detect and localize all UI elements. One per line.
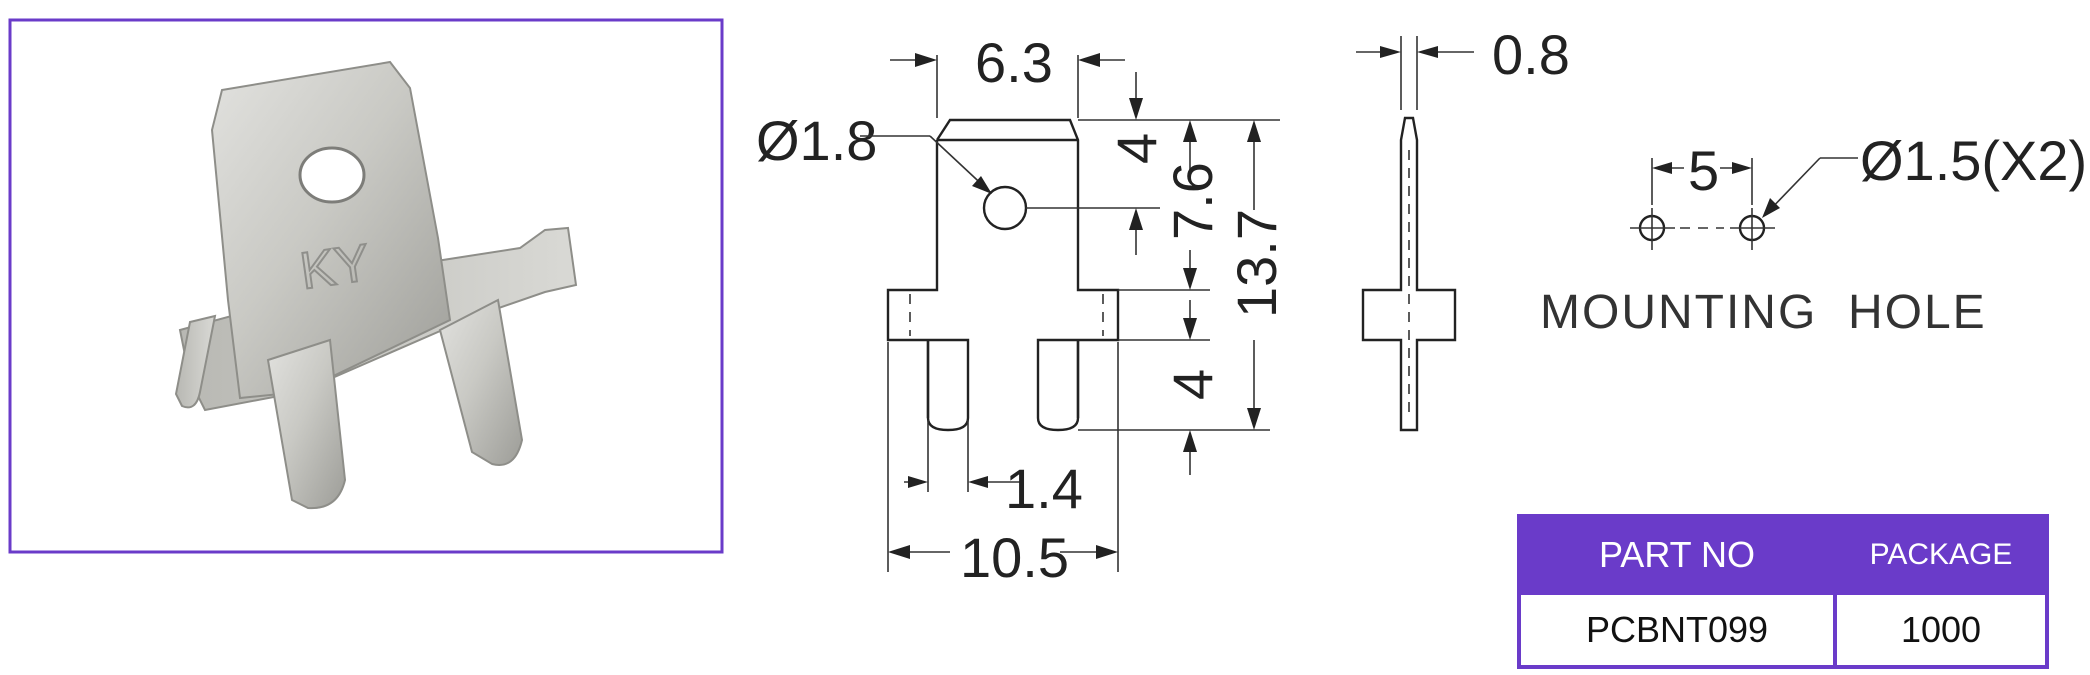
dim-body-height: 7.6 bbox=[1161, 162, 1224, 240]
part-spec-table: PART NO PACKAGE PCBNT099 1000 bbox=[1517, 514, 2049, 669]
cell-package: 1000 bbox=[1835, 592, 2047, 667]
front-view-outline-left bbox=[886, 140, 970, 432]
terminal-marking: KY bbox=[297, 234, 374, 301]
dim-thickness: 0.8 bbox=[1492, 23, 1570, 86]
front-view: 6.3 Ø1.8 4 7.6 13.7 4 bbox=[756, 31, 1288, 589]
terminal-pin-left bbox=[266, 338, 347, 510]
dim-mounting-hole-diameter: Ø1.5(X2) bbox=[1860, 129, 2087, 192]
mounting-hole-pattern: 5 Ø1.5(X2) MOUNTING HOLE bbox=[1540, 129, 2087, 339]
table-header-row: PART NO PACKAGE bbox=[1519, 516, 2047, 594]
terminal-hook bbox=[174, 314, 217, 409]
dim-overall-width: 10.5 bbox=[960, 526, 1069, 589]
dim-pin-length: 4 bbox=[1161, 369, 1224, 400]
front-view-pin-inner bbox=[926, 340, 1080, 418]
mounting-hole-label: MOUNTING HOLE bbox=[1540, 286, 1987, 339]
dim-hole-pitch: 5 bbox=[1688, 139, 1719, 202]
table-row: PCBNT099 1000 bbox=[1519, 592, 2047, 667]
dim-pin-width: 1.4 bbox=[1005, 457, 1083, 520]
header-package: PACKAGE bbox=[1835, 516, 2047, 594]
side-view: 0.8 bbox=[1356, 23, 1570, 432]
terminal-tab bbox=[210, 60, 452, 400]
dim-hole-diameter: Ø1.8 bbox=[756, 109, 877, 172]
header-part-no: PART NO bbox=[1519, 516, 1837, 594]
cell-part-no: PCBNT099 bbox=[1519, 592, 1837, 667]
side-view-outline bbox=[1361, 116, 1457, 432]
terminal-hole bbox=[298, 146, 366, 204]
terminal-pin-right bbox=[438, 298, 524, 466]
dim-hole-from-top: 4 bbox=[1105, 133, 1168, 164]
dim-tab-width: 6.3 bbox=[975, 31, 1053, 94]
dim-overall-height: 13.7 bbox=[1225, 209, 1288, 318]
product-photo: KY bbox=[8, 18, 724, 554]
front-view-outline bbox=[935, 118, 1120, 432]
